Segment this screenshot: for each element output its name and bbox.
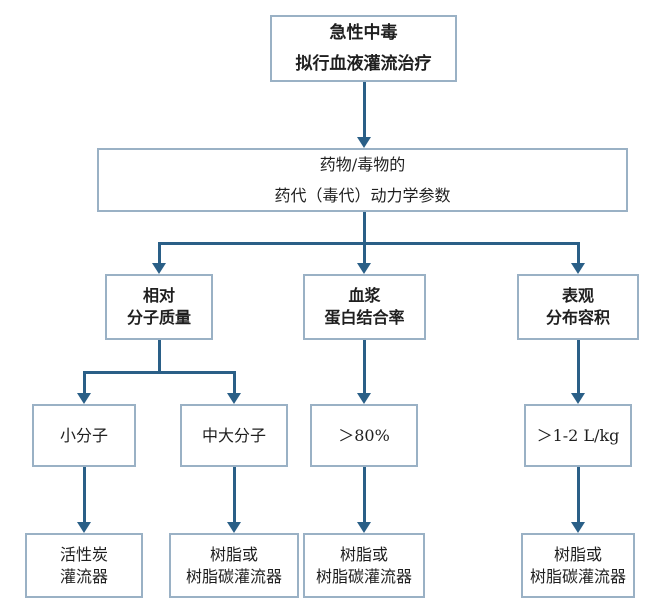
node-pk-parameters-line1: 药物/毒物的 bbox=[319, 155, 406, 174]
node-resin-binding-line2: 树脂碳灌流器 bbox=[315, 566, 412, 586]
node-binding-gt-80: ＞80% bbox=[310, 404, 418, 467]
node-charcoal-perfusion-line1: 活性炭 bbox=[59, 544, 108, 564]
connector-branch-molecules bbox=[82, 370, 236, 374]
node-distribution-volume-line1: 表观 bbox=[561, 286, 594, 305]
node-pk-parameters: 药物/毒物的 药代（毒代）动力学参数 bbox=[97, 148, 628, 212]
node-acute-poisoning-line2: 拟行血液灌流治疗 bbox=[295, 53, 432, 74]
connector-drop-protein-binding bbox=[362, 241, 366, 265]
arrowhead-resin-volume bbox=[571, 522, 585, 533]
node-mid-large-molecule: 中大分子 bbox=[180, 404, 288, 467]
arrowhead-params bbox=[357, 137, 371, 148]
node-resin-volume-line2: 树脂碳灌流器 bbox=[529, 566, 626, 586]
connector-molecular-mass-stem bbox=[157, 340, 161, 373]
connector-branch-row3 bbox=[157, 241, 580, 245]
connector-drop-molecular-mass bbox=[157, 241, 161, 265]
arrowhead-resin-binding bbox=[357, 522, 371, 533]
node-resin-volume-line1: 树脂或 bbox=[553, 544, 602, 564]
node-resin-volume: 树脂或 树脂碳灌流器 bbox=[521, 533, 635, 598]
connector-volume-to-gt12 bbox=[576, 340, 580, 394]
node-resin-binding-line1: 树脂或 bbox=[339, 544, 388, 564]
node-distribution-volume: 表观 分布容积 bbox=[517, 274, 639, 340]
node-molecular-mass-line1: 相对 bbox=[142, 286, 175, 305]
node-charcoal-perfusion: 活性炭 灌流器 bbox=[25, 533, 143, 598]
node-molecular-mass: 相对 分子质量 bbox=[105, 274, 213, 340]
node-distribution-volume-line2: 分布容积 bbox=[545, 308, 610, 327]
arrowhead-resin-mid-large bbox=[227, 522, 241, 533]
node-resin-mid-large: 树脂或 树脂碳灌流器 bbox=[169, 533, 299, 598]
connector-root-to-params bbox=[362, 82, 366, 138]
connector-params-stem bbox=[362, 212, 366, 245]
arrowhead-distribution-volume bbox=[571, 263, 585, 274]
node-binding-gt-80-label: ＞80% bbox=[338, 425, 390, 445]
node-pk-parameters-line2: 药代（毒代）动力学参数 bbox=[274, 186, 451, 205]
arrowhead-charcoal bbox=[77, 522, 91, 533]
node-protein-binding: 血浆 蛋白结合率 bbox=[303, 274, 426, 340]
arrowhead-gt80 bbox=[357, 393, 371, 404]
node-acute-poisoning-line1: 急性中毒 bbox=[329, 22, 398, 43]
node-protein-binding-line2: 蛋白结合率 bbox=[324, 308, 405, 327]
node-charcoal-perfusion-line2: 灌流器 bbox=[59, 566, 108, 586]
connector-drop-distribution-volume bbox=[576, 241, 580, 265]
connector-midlarge-to-resin bbox=[232, 467, 236, 523]
connector-drop-small-molecule bbox=[82, 370, 86, 395]
connector-gt80-to-resin bbox=[362, 467, 366, 523]
node-protein-binding-line1: 血浆 bbox=[348, 286, 381, 305]
arrowhead-gt12 bbox=[571, 393, 585, 404]
arrowhead-small-molecule bbox=[77, 393, 91, 404]
connector-drop-mid-large-molecule bbox=[232, 370, 236, 395]
node-volume-gt-1-2: ＞1-2 L/kg bbox=[524, 404, 632, 467]
node-acute-poisoning: 急性中毒 拟行血液灌流治疗 bbox=[270, 15, 457, 82]
node-small-molecule-label: 小分子 bbox=[59, 425, 108, 445]
node-small-molecule: 小分子 bbox=[32, 404, 136, 467]
node-resin-binding: 树脂或 树脂碳灌流器 bbox=[303, 533, 425, 598]
node-resin-mid-large-line2: 树脂碳灌流器 bbox=[185, 566, 282, 586]
connector-small-to-charcoal bbox=[82, 467, 86, 523]
node-mid-large-molecule-label: 中大分子 bbox=[201, 425, 266, 445]
connector-gt12-to-resin bbox=[576, 467, 580, 523]
arrowhead-molecular-mass bbox=[152, 263, 166, 274]
node-resin-mid-large-line1: 树脂或 bbox=[209, 544, 258, 564]
node-molecular-mass-line2: 分子质量 bbox=[126, 308, 191, 327]
node-volume-gt-1-2-label: ＞1-2 L/kg bbox=[536, 425, 620, 445]
arrowhead-mid-large-molecule bbox=[227, 393, 241, 404]
arrowhead-protein-binding bbox=[357, 263, 371, 274]
connector-protein-binding-to-gt80 bbox=[362, 340, 366, 394]
